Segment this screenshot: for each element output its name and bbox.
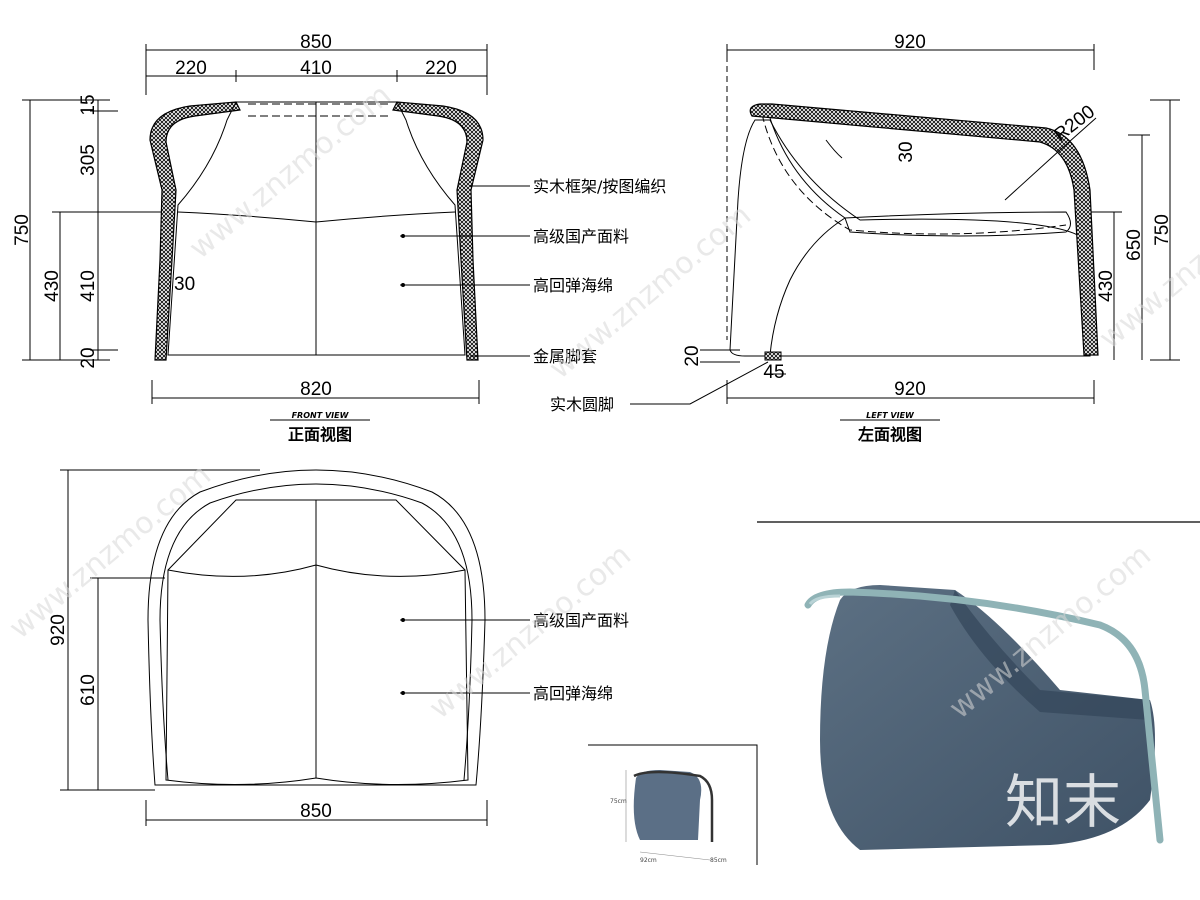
label-foam: 高回弹海绵 [533, 276, 613, 295]
dim-left-920-bottom: 920 [894, 379, 926, 400]
thumb-arm [633, 770, 714, 842]
front-dim-lines [22, 44, 488, 421]
dim-front-305: 305 [78, 144, 99, 176]
dim-front-20: 20 [78, 347, 99, 368]
front-view-title: 正面视图 [288, 425, 352, 444]
top-leaders [400, 618, 530, 695]
watermark-site-6: www.znzmo.com [1093, 168, 1200, 357]
front-frame [149, 101, 484, 361]
photo-sofa-seat [950, 590, 1150, 720]
top-cushion-seam [167, 500, 466, 778]
top-view: 920 610 850 高级国产面料 高回弹海绵 [48, 469, 629, 826]
dim-left-45: 45 [763, 362, 784, 383]
left-cushion-top [844, 211, 1071, 237]
front-leaders [400, 185, 530, 357]
dim-front-15: 15 [78, 94, 99, 115]
left-dim-lines [700, 44, 1180, 421]
front-cushion-seam [177, 102, 456, 355]
dim-top-920: 920 [48, 614, 69, 646]
thumb-dim-height: 75cm [610, 798, 627, 805]
top-dim-lines [60, 469, 488, 826]
dim-left-430: 430 [1096, 270, 1117, 302]
dim-left-750: 750 [1152, 214, 1173, 246]
thumbnail-frame [588, 744, 758, 865]
dim-front-410-vertical: 410 [78, 270, 99, 302]
left-leaders [630, 117, 1097, 405]
photo-sofa-body [820, 585, 1155, 850]
dim-left-r200: R200 [1050, 101, 1099, 146]
front-view: 850 220 410 220 820 30 15 305 750 430 41… [12, 32, 666, 444]
left-wood-foot [764, 351, 782, 361]
front-view-subtitle: FRONT VIEW [292, 411, 350, 420]
thumb-dim-width: 85cm [710, 857, 727, 864]
top-arm-outer [147, 469, 486, 786]
thumbnail-photo: 75cm 92cm 85cm [588, 744, 758, 865]
watermark-id: ID: 1156648868 [958, 845, 1168, 875]
left-view: 920 920 30 R200 650 750 430 20 45 实木圆脚 L… [550, 32, 1180, 444]
left-seat-curve [769, 117, 846, 356]
dim-front-850: 850 [300, 32, 332, 53]
photo-sofa-frame [804, 588, 1164, 844]
left-body-outline [729, 119, 1091, 357]
dim-left-650: 650 [1124, 229, 1145, 261]
dim-front-430: 430 [42, 270, 63, 302]
dim-front-820: 820 [300, 379, 332, 400]
label-fabric: 高级国产面料 [533, 227, 629, 246]
left-view-subtitle: LEFT VIEW [866, 411, 915, 420]
dim-front-220-left: 220 [175, 58, 207, 79]
watermark-brand: 知末 [1005, 768, 1121, 836]
top-cushion [165, 499, 469, 786]
left-view-title: 左面视图 [857, 425, 922, 444]
label-wood-foot: 实木圆脚 [550, 395, 614, 414]
label-metal-foot: 金属脚套 [533, 347, 597, 366]
thumb-dim-depth: 92cm [640, 857, 657, 864]
left-seat-dash [761, 113, 1067, 235]
top-arm-inner [159, 483, 473, 781]
dim-front-410: 410 [300, 58, 332, 79]
dim-top-610: 610 [78, 674, 99, 706]
dim-front-30: 30 [174, 274, 195, 295]
front-cushion-outline [167, 101, 466, 356]
dim-front-220-right: 220 [425, 58, 457, 79]
dim-left-20: 20 [682, 345, 703, 366]
front-headrest-dash [248, 103, 392, 117]
thumb-sofa [633, 770, 702, 840]
dim-front-750: 750 [12, 214, 33, 246]
dim-top-850: 850 [300, 801, 332, 822]
dim-left-30: 30 [896, 141, 917, 162]
label-top-fabric: 高级国产面料 [533, 611, 629, 630]
label-frame: 实木框架/按图编织 [533, 177, 666, 196]
dim-left-920-top: 920 [894, 32, 926, 53]
label-top-foam: 高回弹海绵 [533, 684, 613, 703]
left-arm-frame [749, 103, 1099, 356]
product-photo: 知末 ID: 1156648868 [757, 521, 1200, 875]
